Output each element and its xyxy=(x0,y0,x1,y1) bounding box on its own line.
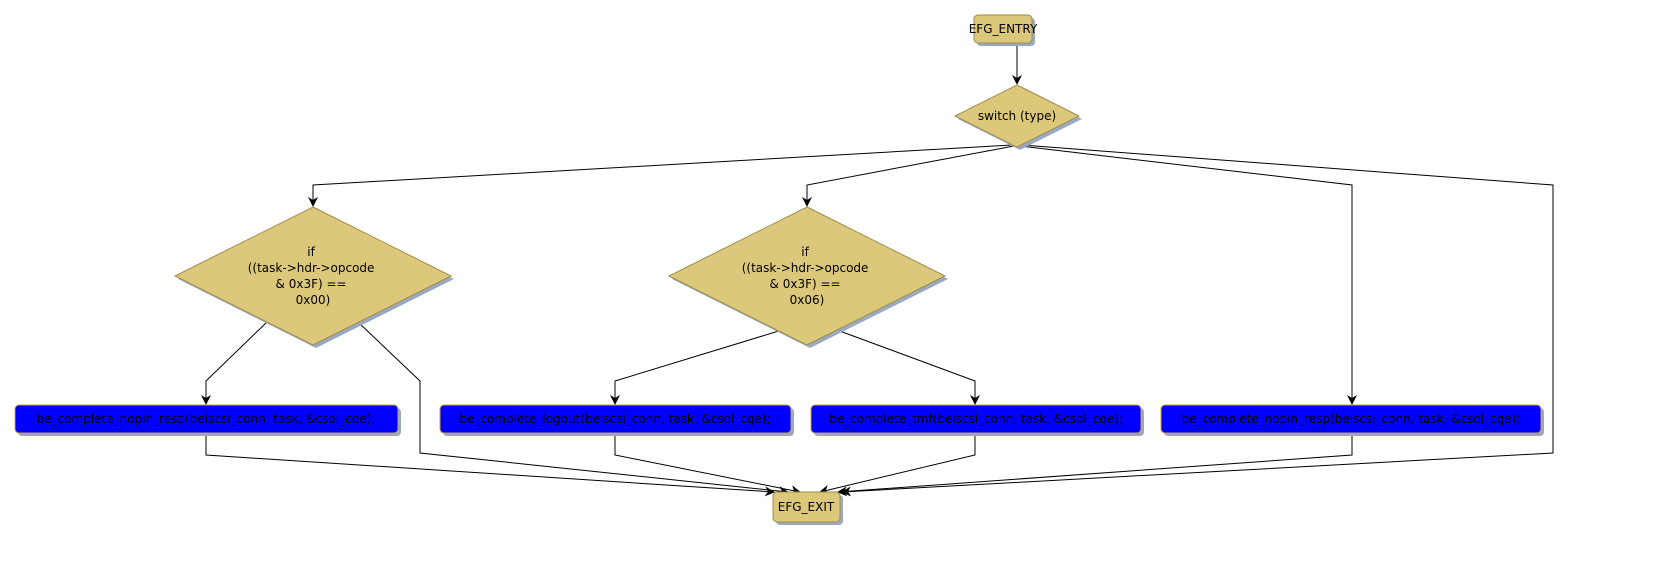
condition-mid-node: if ((task->hdr->opcode & 0x3F) == 0x06) xyxy=(667,206,948,348)
edge-left-false xyxy=(357,321,789,497)
statement-1-node: be_complete_nopin_resp(beiscsi_conn, tas… xyxy=(14,404,401,436)
edge-mid-true xyxy=(610,329,783,405)
statement-4-label: be_complete_nopin_resp(beiscsi_conn, tas… xyxy=(1182,412,1521,426)
edge-left-true xyxy=(201,321,268,405)
statement-3-label: be_complete_tmf(beiscsi_conn, task, &cso… xyxy=(829,412,1123,426)
edge-switch-cond-mid xyxy=(802,145,1015,207)
statement-4-node: be_complete_nopin_resp(beiscsi_conn, tas… xyxy=(1160,404,1544,436)
edges xyxy=(201,43,1554,497)
exit-label: EFG_EXIT xyxy=(778,500,835,514)
entry-label: EFG_ENTRY xyxy=(969,22,1038,36)
condition-left-node: if ((task->hdr->opcode & 0x3F) == 0x00) xyxy=(173,206,454,348)
edge-switch-cond-left xyxy=(308,144,1013,207)
entry-node: EFG_ENTRY xyxy=(969,14,1038,46)
switch-node: switch (type) xyxy=(953,84,1082,150)
statement-2-label: be_complete_logout(beiscsi_conn, task, &… xyxy=(459,412,770,426)
switch-label: switch (type) xyxy=(978,109,1056,123)
condition-mid-label: if ((task->hdr->opcode & 0x3F) == 0x06) xyxy=(742,245,873,307)
edge-stmt2-exit xyxy=(614,433,801,496)
edge-stmt3-exit xyxy=(819,433,976,495)
edge-stmt4-exit xyxy=(837,433,1353,497)
edge-mid-false xyxy=(836,329,980,405)
statement-1-label: be_complete_nopin_resp(beiscsi_conn, tas… xyxy=(37,412,376,426)
edge-switch-exit xyxy=(841,144,1554,497)
statement-2-node: be_complete_logout(beiscsi_conn, task, &… xyxy=(439,404,794,436)
exit-node: EFG_EXIT xyxy=(772,491,843,525)
edge-switch-stmt4 xyxy=(1019,145,1357,405)
edge-stmt1-exit xyxy=(205,433,775,497)
statement-3-node: be_complete_tmf(beiscsi_conn, task, &cso… xyxy=(810,404,1144,436)
condition-left-label: if ((task->hdr->opcode & 0x3F) == 0x00) xyxy=(248,245,379,307)
